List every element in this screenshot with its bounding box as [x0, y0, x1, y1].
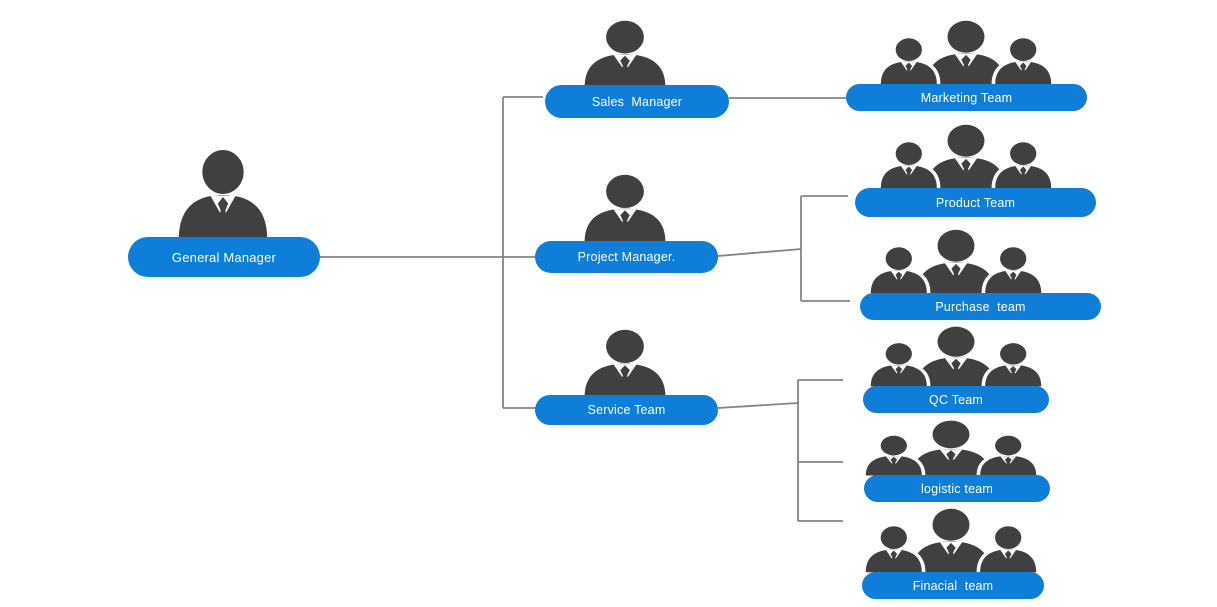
team-icon: [868, 229, 1044, 295]
label-sales-manager[interactable]: Sales Manager: [545, 85, 729, 118]
connector-service-to-bracket: [717, 402, 799, 409]
label-general-manager[interactable]: General Manager: [128, 237, 320, 277]
businessman-icon: [584, 20, 666, 87]
team-icon: [868, 326, 1044, 388]
label-project-manager[interactable]: Project Manager.: [535, 241, 718, 273]
label-qc-team[interactable]: QC Team: [863, 386, 1049, 413]
businessman-icon: [584, 329, 666, 397]
businessman-icon: [178, 150, 268, 239]
team-icon: [878, 20, 1054, 86]
label-purchase-team[interactable]: Purchase team: [860, 293, 1101, 320]
team-icon: [863, 420, 1039, 477]
label-product-team[interactable]: Product Team: [855, 188, 1096, 217]
businessman-icon: [584, 174, 666, 242]
label-marketing-team[interactable]: Marketing Team: [846, 84, 1087, 111]
label-logistic-team[interactable]: logistic team: [864, 475, 1050, 502]
label-finacial-team[interactable]: Finacial team: [862, 572, 1044, 599]
connector-project-to-bracket: [717, 248, 802, 257]
team-icon: [863, 508, 1039, 574]
label-service-team[interactable]: Service Team: [535, 395, 718, 425]
team-icon: [878, 124, 1054, 190]
